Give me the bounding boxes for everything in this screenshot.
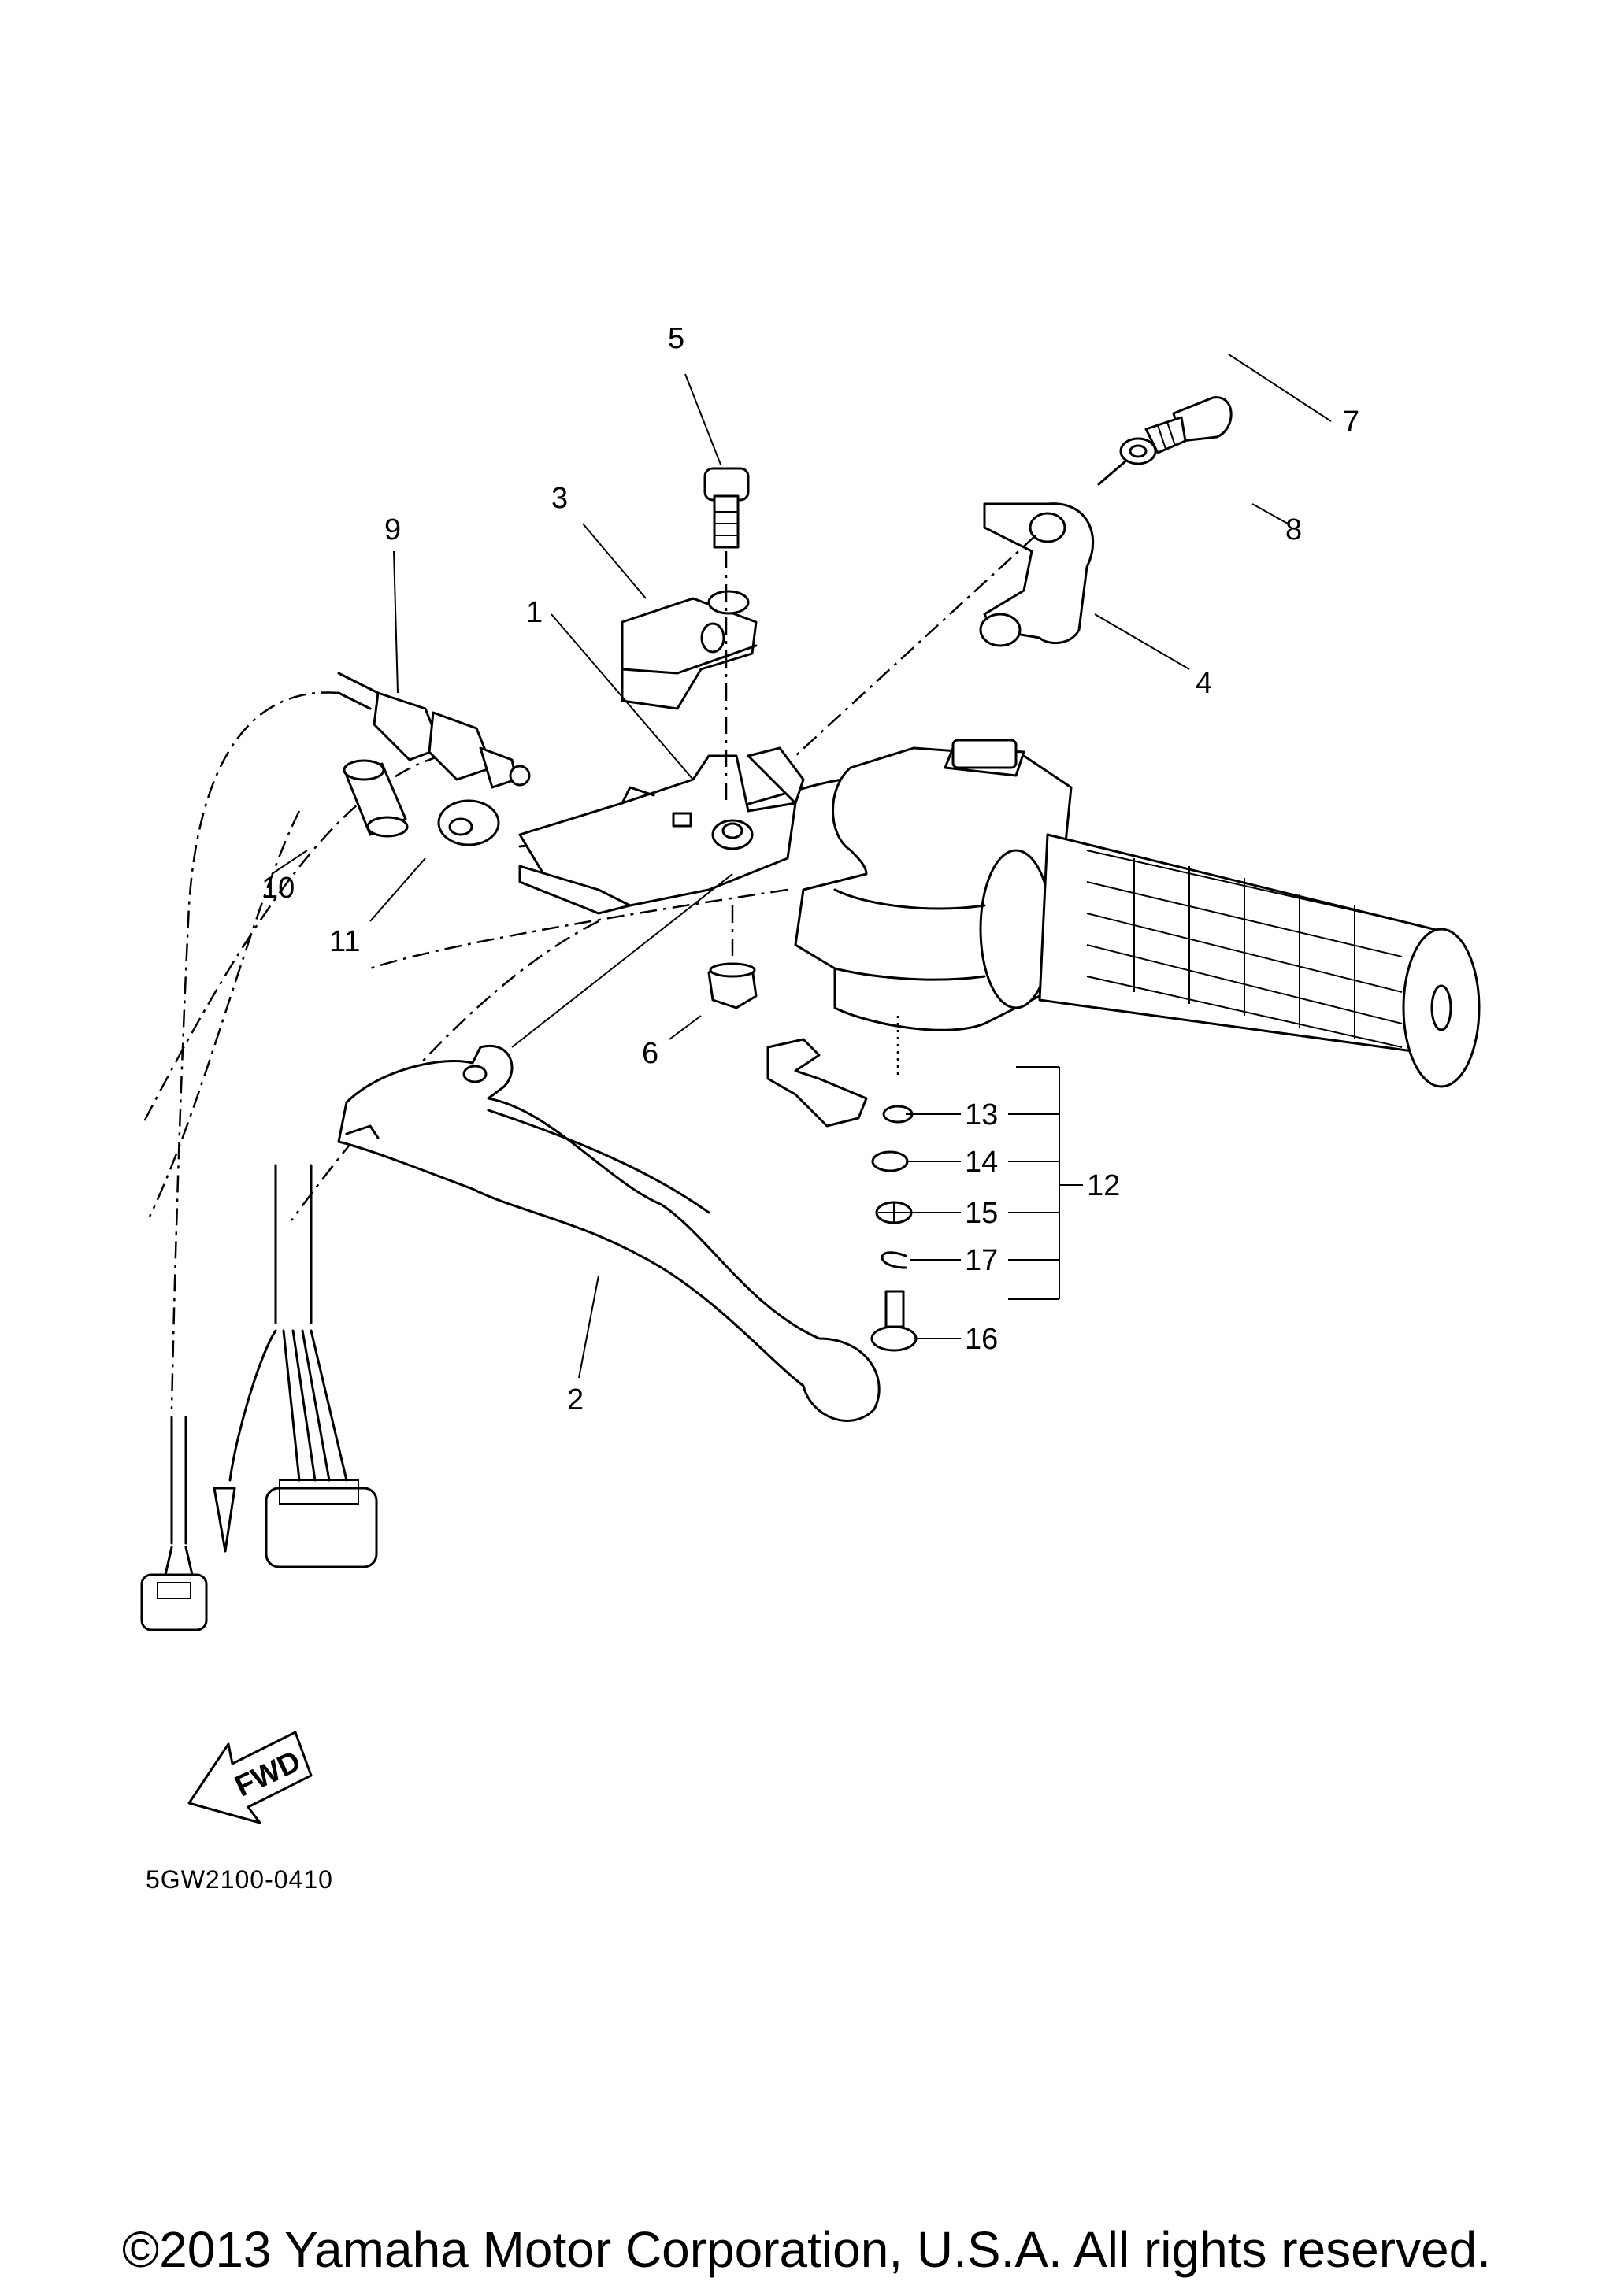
- cable-adjuster: [343, 759, 409, 838]
- lever-holder: [518, 746, 805, 915]
- clutch-lever: [337, 1044, 881, 1422]
- lever-adjuster-set: [766, 1038, 918, 1352]
- callout-4: 4: [1196, 667, 1212, 700]
- callout-8: 8: [1285, 513, 1302, 546]
- drawing-code: 5GW2100-0410: [146, 1865, 333, 1894]
- callout-15: 15: [965, 1197, 998, 1230]
- screw-7: [1144, 396, 1233, 454]
- copyright-notice: ©2013 Yamaha Motor Corporation, U.S.A. A…: [121, 2221, 1492, 2278]
- callout-1: 1: [526, 596, 543, 629]
- bolt-5: [703, 467, 750, 803]
- callout-5: 5: [668, 322, 684, 355]
- callout-7: 7: [1343, 406, 1359, 439]
- callout-2: 2: [567, 1383, 584, 1416]
- washer-8: [1097, 437, 1157, 486]
- callout-17: 17: [965, 1244, 998, 1277]
- switch-bracket: [621, 590, 758, 710]
- callout-11: 11: [329, 925, 360, 958]
- forward-arrow-icon: FWD: [187, 1731, 313, 1824]
- callout-9: 9: [384, 513, 401, 546]
- grip-pattern: [1086, 850, 1403, 1048]
- lock-nut: [437, 799, 500, 846]
- switch-wire-harness: [140, 1164, 378, 1631]
- callout-3: 3: [551, 482, 568, 515]
- nut-6: [707, 905, 758, 1009]
- callout-14: 14: [965, 1146, 998, 1179]
- leader-lines: [271, 354, 1332, 1379]
- callout-12: 12: [1087, 1169, 1120, 1202]
- callout-6: 6: [642, 1037, 658, 1070]
- handlebar-switch-and-grip: [794, 739, 1481, 1088]
- callouts: 5 3 1 9 7 8 4 10 11 6 2 13 14 15 17 16 1…: [261, 322, 1359, 1416]
- cable-end: [337, 672, 531, 789]
- callout-13: 13: [965, 1098, 998, 1131]
- callout-16: 16: [965, 1323, 998, 1356]
- callout-10: 10: [261, 872, 295, 905]
- handlebar-clamp: [795, 502, 1095, 757]
